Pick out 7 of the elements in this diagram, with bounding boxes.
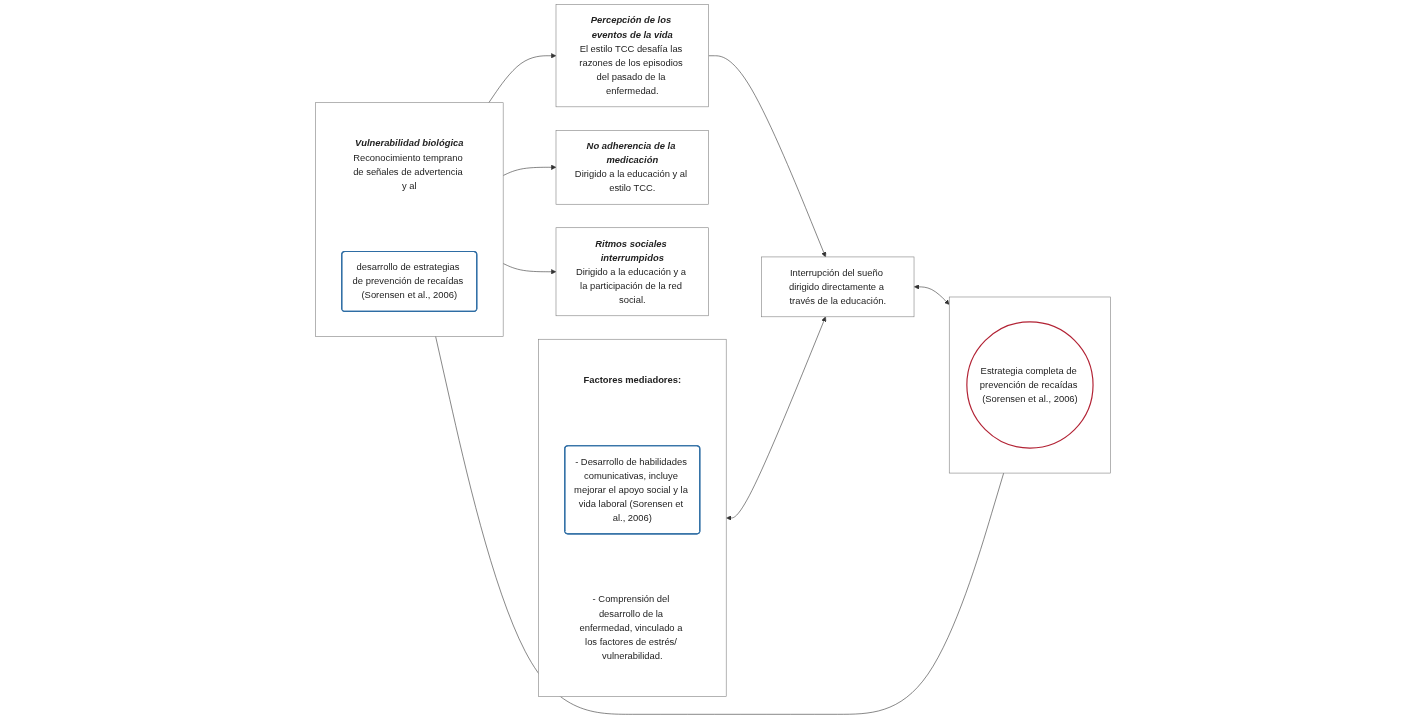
node-circle: Estrategia completa de prevención de recaídas (Sorensen et al., 2006): [966, 321, 1094, 449]
node-box: Interrupción del sueño dirigido directamente a través de la educación.: [761, 256, 915, 318]
cluster: [948, 296, 1111, 474]
node-box: No adherencia de la medicación Dirigido a la educación y al estilo TCC.: [555, 130, 709, 205]
node-box: Percepción de los eventos de la vida El estilo TCC desafía las razones de los episodios del pasado de la enfermedad.: [555, 4, 709, 108]
node-box: Ritmos sociales interrumpidos Dirigido a la educación y a la participación de la red social.: [555, 227, 709, 317]
connector: [435, 336, 1004, 715]
